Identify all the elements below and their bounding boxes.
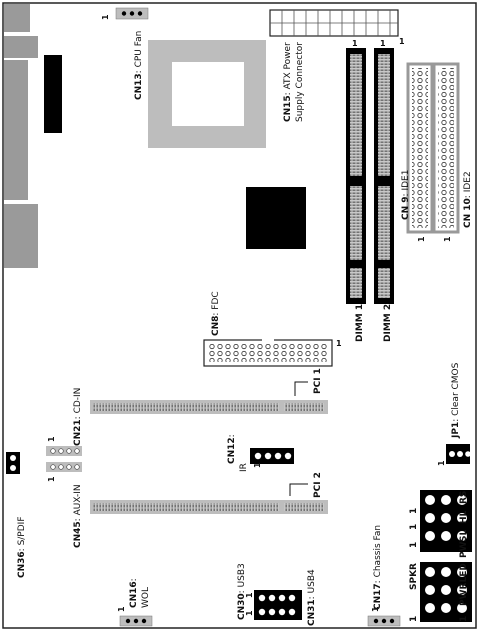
cpu-fan-pin1: 1 [101,14,110,20]
aux-in-connector [46,462,82,472]
jp1-label: JP1: Clear CMOS [451,362,461,439]
fp-sl-pin1: 1 [409,524,419,530]
dimm1-label: DIMM 1 [355,304,365,342]
atx-pin1: 1 [399,37,405,46]
cn15-label-line2: Supply Connector [295,42,305,122]
cd-in-connector [46,446,82,456]
fp-pwrled-pin1: 1 [459,616,469,622]
ir-pin1: 1 [253,462,262,468]
dimm2-pin1: 1 [380,39,386,48]
cn45-label: CN45: AUX-IN [73,484,83,548]
chipset [246,187,306,249]
usb4-pin1: 1 [245,610,254,616]
cn8-label: CN8: FDC [211,291,221,336]
cn10-label: CN 10: IDE2 [463,171,473,228]
cn31-label: CN31: USB4 [307,569,317,626]
cd-in-pin1: 1 [47,436,56,442]
cn17-label: CN17: Chassis Fan [373,525,383,610]
pci2-label: PCI 2 [313,472,323,498]
cn9-label: CN 9: IDE1 [401,170,411,220]
front-panel-header [420,490,472,622]
aux-in-pin1: 1 [47,476,56,482]
fp-spkr-label: SPKR [409,563,419,590]
chassis-fan-connector [367,615,401,627]
cn12-label-line2: IR [239,463,249,472]
dimm-slots [346,48,394,304]
cpu-fan-connector [115,7,149,20]
ide2-connector [432,62,460,234]
rear-io-ports [4,4,38,268]
fp-spkr-pin1: 1 [409,616,419,622]
spdif-connector [6,452,20,474]
fp-pw-pin1: 1 [409,542,419,548]
cn15-label: CN15: ATX Power [283,42,293,122]
cn30-label: CN30: USB3 [237,563,247,620]
pci1-label: PCI 1 [313,368,323,394]
ide1-pin1: 1 [417,236,426,242]
cn21-label: CN21: CD-IN [73,388,83,446]
dimm2-label: DIMM 2 [383,304,393,342]
chassis-fan-pin1: 1 [371,606,380,612]
pci2-slot [90,500,328,514]
cn16-label: CN16: [129,578,139,608]
cn36-label: CN36: S/PDIF [17,517,27,579]
front-panel-labels: 1 1 1 SPKR 1 RS HL SL PW PWRLED 1 [409,491,469,622]
ide1-connector [406,62,434,234]
usb3-pin1: 1 [245,592,254,598]
fp-hl-pin1: 1 [409,508,419,514]
wol-pin1: 1 [117,606,126,612]
io-chip [44,55,62,133]
cpu-socket [148,40,266,148]
cn12-label: CN12: [227,434,237,464]
ir-connector [250,448,294,464]
usb-connectors [254,590,302,620]
fdc-connector [203,338,333,367]
fp-rs-label: RS [459,491,469,504]
pci1-slot [90,400,328,414]
cn13-label: CN13: CPU Fan [134,31,144,100]
atx-power-connector [269,9,399,37]
fp-pwrled-label: PWRLED [459,563,469,606]
dimm1-pin1: 1 [352,39,358,48]
jp1-pin1: 1 [437,460,446,466]
ide2-pin1: 1 [443,236,452,242]
clear-cmos-jumper [446,444,471,464]
cn16-label-line2: WOL [141,587,151,608]
wol-connector [119,615,153,627]
fp-pw-label: PW [459,541,469,558]
fp-sl-label: SL [459,530,469,542]
fp-hl-label: HL [459,510,469,524]
fdc-pin1: 1 [336,339,342,348]
